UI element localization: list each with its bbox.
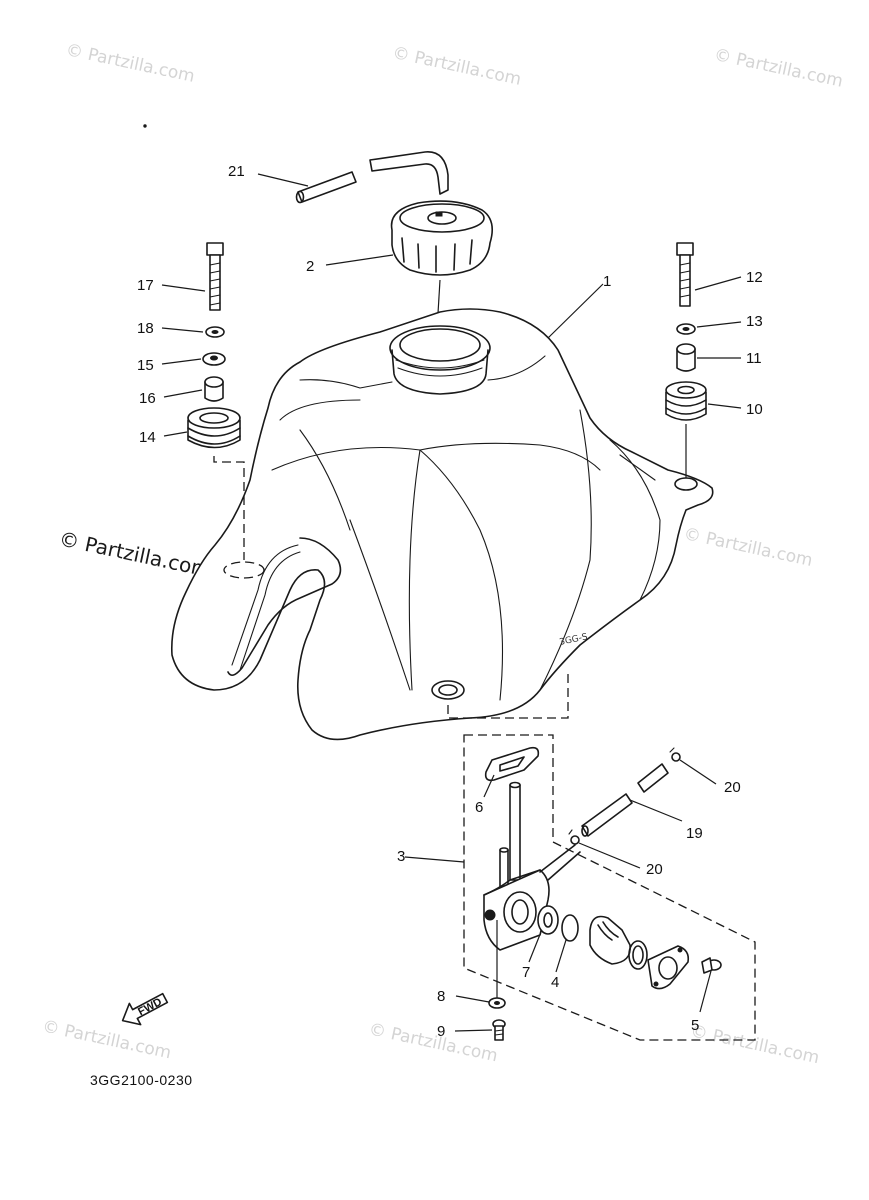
fuel-tank: 3GG-S <box>170 308 714 741</box>
callout-13: 13 <box>746 313 763 330</box>
watermark-main: © Partzilla.com <box>57 526 213 582</box>
callout-19: 19 <box>686 825 703 842</box>
watermark-text: © Partzilla.com <box>64 40 196 87</box>
callout-18: 18 <box>137 320 154 337</box>
leader-lines <box>161 173 742 1032</box>
watermark-text: © Partzilla.com <box>40 1016 172 1063</box>
watermark-text: © Partzilla.com <box>367 1019 499 1066</box>
callout-4: 4 <box>551 974 559 991</box>
fuel-cock <box>483 781 581 951</box>
hose-clip-lower <box>568 829 580 845</box>
left-washer <box>202 352 226 366</box>
fwd-label: FWD <box>136 996 164 1018</box>
o-ring <box>561 914 579 942</box>
callout-1: 1 <box>603 273 611 290</box>
watermark-text: © Partzilla.com <box>682 524 814 571</box>
left-lock-washer <box>205 326 225 338</box>
callout-8: 8 <box>437 988 445 1005</box>
callout-9: 9 <box>437 1023 445 1040</box>
right-collar <box>676 343 696 372</box>
petcock-tank-guide <box>447 672 569 719</box>
fwd-arrow-icon: FWD <box>121 992 169 1026</box>
callout-2: 2 <box>306 258 314 275</box>
left-mount-guide <box>213 456 245 560</box>
callout-labels: 21 2 1 17 18 15 16 14 12 13 11 10 3 6 7 … <box>137 163 763 1040</box>
right-damper <box>665 381 707 421</box>
callout-5: 5 <box>691 1017 699 1034</box>
callout-15: 15 <box>137 357 154 374</box>
plate-screw <box>701 957 722 974</box>
filter-cup <box>537 905 559 935</box>
right-bolt <box>676 242 694 307</box>
callout-17: 17 <box>137 277 154 294</box>
petcock-gasket <box>484 746 540 782</box>
callout-21: 21 <box>228 163 245 180</box>
left-collar <box>204 376 224 402</box>
callout-16: 16 <box>139 390 156 407</box>
callout-14: 14 <box>139 429 156 446</box>
fuel-cock-lever <box>589 915 648 970</box>
drain-screw <box>492 1019 506 1041</box>
drain-washer <box>488 997 506 1009</box>
left-bolt <box>206 242 224 311</box>
left-damper <box>187 407 241 449</box>
hose-clip-upper <box>669 747 681 762</box>
drawing-code: 3GG2100-0230 <box>90 1072 193 1088</box>
watermark-text: © Partzilla.com <box>391 43 523 90</box>
fuel-hose <box>581 763 669 837</box>
stray-dot <box>143 124 147 128</box>
callout-3: 3 <box>397 848 405 865</box>
petcock-group-outline <box>463 734 756 1041</box>
callout-12: 12 <box>746 269 763 286</box>
cover-plate <box>647 945 690 990</box>
callout-10: 10 <box>746 401 763 418</box>
right-lock-washer <box>676 323 696 335</box>
breather-hose <box>295 151 449 204</box>
callout-20-upper: 20 <box>724 779 741 796</box>
callout-6: 6 <box>475 799 483 816</box>
callout-20-lower: 20 <box>646 861 663 878</box>
watermark-text: © Partzilla.com <box>712 45 844 92</box>
fuel-cap <box>390 200 493 276</box>
callout-7: 7 <box>522 964 530 981</box>
callout-11: 11 <box>746 350 762 367</box>
